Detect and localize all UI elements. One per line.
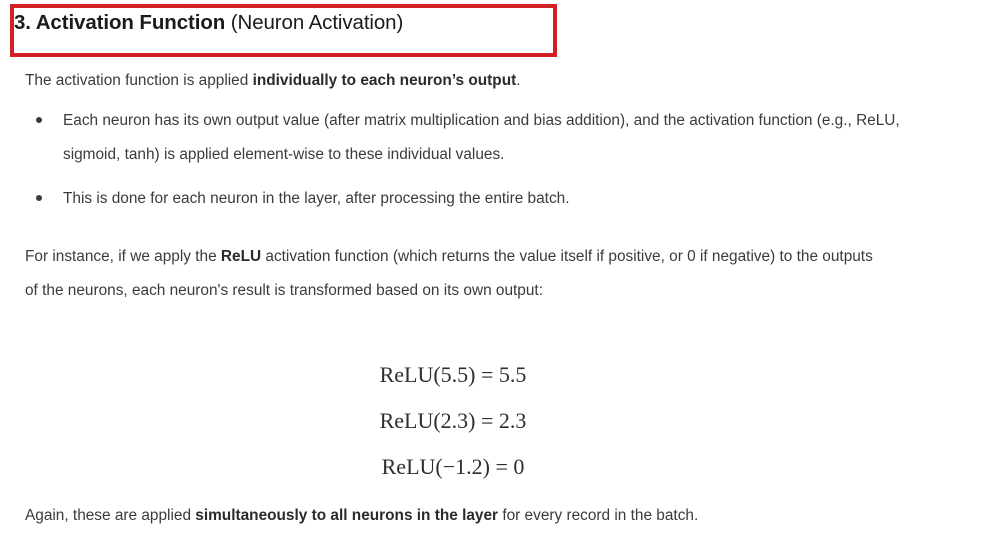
paragraph-again: Again, these are applied simultaneously … — [25, 499, 965, 533]
heading-number-title: 3. Activation Function — [14, 11, 226, 34]
list-item: This is done for each neuron in the laye… — [25, 182, 905, 216]
again-part1: Again, these are applied — [25, 507, 196, 524]
equation-relu-2-3: ReLU(2.3) = 2.3 — [379, 408, 527, 433]
heading-parenthetical: (Neuron Activation) — [225, 11, 404, 34]
paragraph-intro: The activation function is applied indiv… — [25, 64, 965, 98]
list-item-label: This is done for each neuron in the laye… — [63, 190, 570, 207]
list-item: Each neuron has its own output value (af… — [25, 104, 905, 172]
intro-text-bold: individually to each neuron’s output — [252, 72, 517, 89]
equation-relu-neg-1-2: ReLU(−1.2) = 0 — [381, 454, 525, 479]
equation-relu-5-5: ReLU(5.5) = 5.5 — [379, 362, 527, 387]
bullet-list: Each neuron has its own output value (af… — [25, 104, 905, 216]
intro-text-part2: . — [516, 72, 521, 89]
for-instance-part2: activation function (which returns the v… — [25, 248, 873, 299]
bullet-dot-icon — [36, 195, 42, 201]
for-instance-part1: For instance, if we apply the — [25, 248, 221, 265]
heading-highlight-box — [10, 4, 557, 57]
equation-block: ReLU(5.5) = 5.5 ReLU(2.3) = 2.3 ReLU(−1.… — [0, 352, 906, 490]
bullet-dot-icon — [36, 117, 42, 123]
paragraph-for-instance: For instance, if we apply the ReLU activ… — [25, 240, 885, 308]
for-instance-bold: ReLU — [220, 248, 262, 265]
again-part2: for every record in the batch. — [498, 507, 699, 524]
again-bold: simultaneously to all neurons in the lay… — [195, 507, 499, 524]
intro-text-part1: The activation function is applied — [25, 72, 253, 89]
page-title: 3. Activation Function (Neuron Activatio… — [14, 9, 403, 37]
list-item-label: Each neuron has its own output value (af… — [63, 112, 900, 163]
